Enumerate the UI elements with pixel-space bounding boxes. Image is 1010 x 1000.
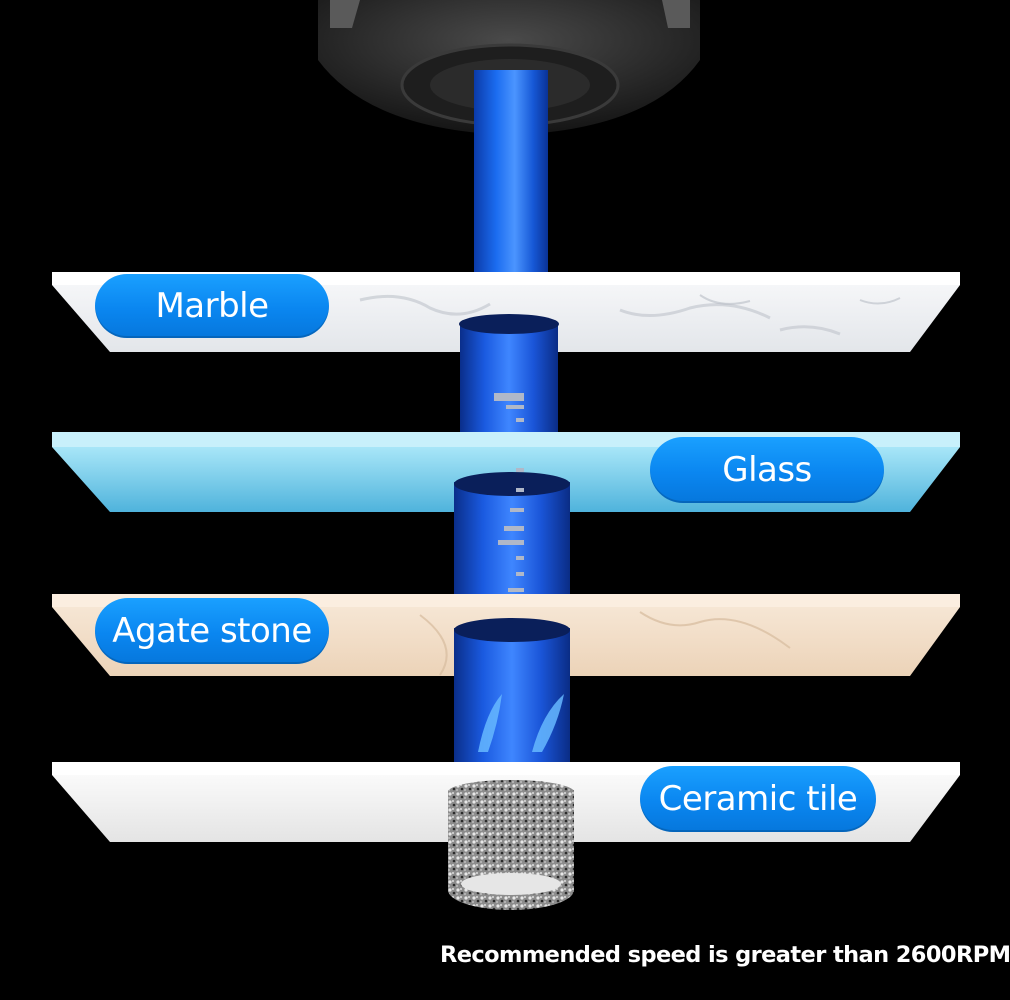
ceramic-tile-label: Ceramic tile [640, 766, 876, 832]
drill-shaft [474, 70, 548, 275]
drill-chuck [318, 0, 700, 135]
speed-recommendation-caption: Recommended speed is greater than 2600RP… [440, 942, 1010, 968]
drill-bit-segment [454, 468, 570, 594]
drill-bit-segment [459, 314, 559, 432]
marble-label: Marble [95, 274, 329, 338]
drill-bit-segment [454, 618, 570, 768]
diamond-grit-tip [448, 780, 574, 910]
agate-stone-label: Agate stone [95, 598, 329, 664]
glass-label: Glass [650, 437, 884, 503]
